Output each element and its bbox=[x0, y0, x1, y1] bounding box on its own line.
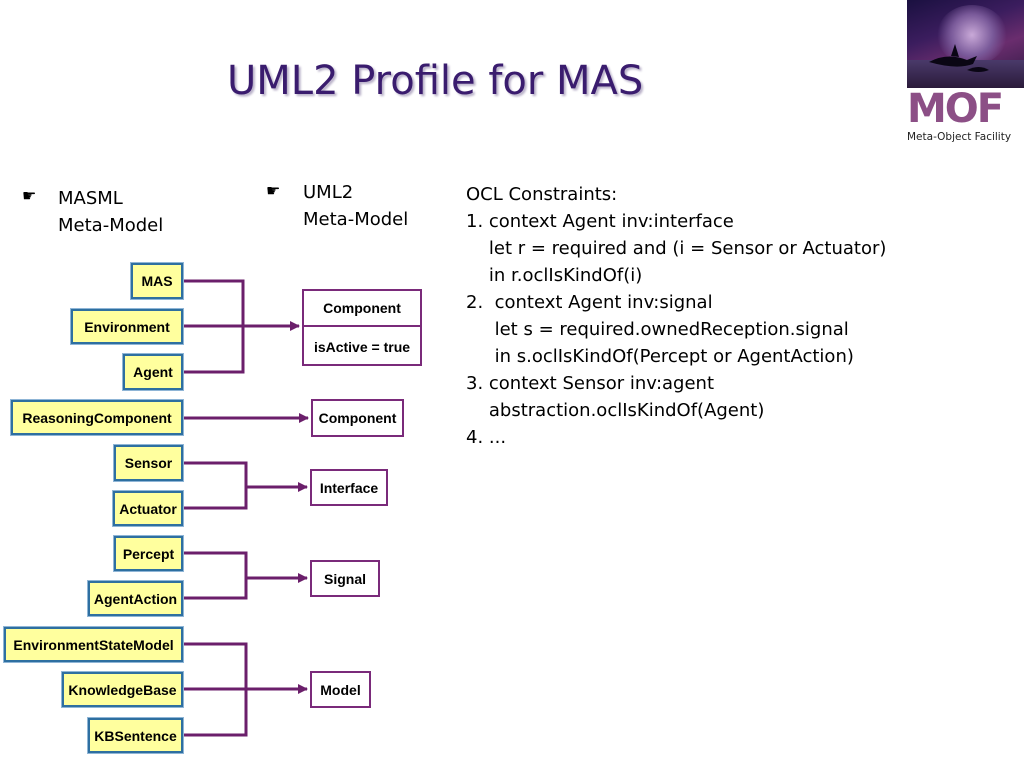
masml-box-sensor: Sensor bbox=[114, 445, 183, 481]
masml-box-agent-action: AgentAction bbox=[88, 581, 183, 616]
connector-sensor-actuator bbox=[183, 461, 248, 510]
uml2-box-signal: Signal bbox=[310, 560, 380, 597]
logo-letters: MOF bbox=[907, 86, 1004, 132]
slide-title: UML2 Profile for MAS bbox=[227, 58, 644, 104]
logo-photo bbox=[907, 0, 1024, 88]
masml-box-percept: Percept bbox=[114, 536, 183, 571]
masml-box-reasoning-component: ReasoningComponent bbox=[11, 400, 183, 435]
masml-box-knowledge-base: KnowledgeBase bbox=[62, 672, 183, 707]
masml-box-environment: Environment bbox=[71, 309, 183, 344]
ocl-line: in r.oclIsKindOf(i) bbox=[466, 265, 643, 286]
ocl-line: abstraction.oclIsKindOf(Agent) bbox=[466, 400, 765, 421]
connector-percept-action bbox=[183, 551, 248, 600]
component-attribute: isActive = true bbox=[313, 338, 411, 355]
component-name: Component bbox=[304, 291, 420, 327]
ocl-line: 4. ... bbox=[466, 427, 507, 448]
masml-box-mas: MAS bbox=[131, 263, 183, 299]
uml2-box-component-active: Component isActive = true bbox=[302, 289, 422, 366]
ocl-line: OCL Constraints: bbox=[466, 184, 618, 205]
ocl-line: 2. context Agent inv:signal bbox=[466, 292, 713, 313]
ocl-line: 3. context Sensor inv:agent bbox=[466, 373, 715, 394]
masml-label-line1: MASML bbox=[58, 188, 123, 209]
uml2-label-line1: UML2 bbox=[303, 182, 354, 203]
ocl-line: let s = required.ownedReception.signal bbox=[466, 319, 849, 340]
uml2-box-component: Component bbox=[311, 399, 404, 437]
ocl-line: 1. context Agent inv:interface bbox=[466, 211, 734, 232]
ocl-line: let r = required and (i = Sensor or Actu… bbox=[466, 238, 887, 259]
uml2-box-interface: Interface bbox=[310, 469, 388, 506]
ocl-line: in s.oclIsKindOf(Percept or AgentAction) bbox=[466, 346, 854, 367]
logo-caption: Meta-Object Facility bbox=[907, 131, 1012, 143]
masml-box-actuator: Actuator bbox=[113, 491, 183, 526]
pointing-hand-icon: ☛ bbox=[22, 186, 37, 205]
masml-box-kb-sentence: KBSentence bbox=[88, 718, 183, 753]
masml-box-environment-state-model: EnvironmentStateModel bbox=[4, 627, 183, 662]
pointing-hand-icon: ☛ bbox=[266, 181, 281, 200]
uml2-box-model: Model bbox=[310, 671, 371, 708]
ocl-constraints: OCL Constraints: 1. context Agent inv:in… bbox=[466, 181, 886, 451]
uml2-label-line2: Meta-Model bbox=[303, 209, 409, 230]
masml-label-line2: Meta-Model bbox=[58, 215, 164, 236]
masml-box-agent: Agent bbox=[123, 354, 183, 390]
